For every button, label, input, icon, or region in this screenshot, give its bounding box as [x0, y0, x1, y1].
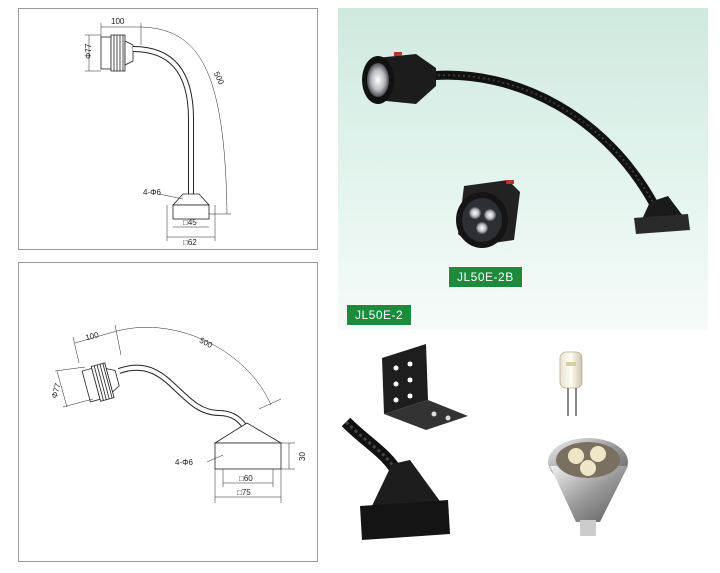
gooseneck-drawing — [132, 46, 194, 194]
lamp-head-closeup — [456, 180, 520, 248]
dim-diameter: Φ77 — [50, 382, 63, 400]
dim-arm-length: 500 — [198, 336, 214, 350]
dim-head-length: 100 — [111, 17, 125, 26]
gooseneck-drawing — [117, 364, 248, 429]
dim-head-length: 100 — [84, 330, 100, 342]
accessory-photos — [338, 334, 708, 566]
lamp-base-photo — [634, 196, 690, 234]
lamp-head-drawing — [100, 34, 134, 72]
mounting-bracket — [382, 344, 468, 430]
dim-base-outer: □75 — [237, 488, 251, 497]
drawing-bottom-svg: 100 500 Φ77 4-Φ6 30 □60 □75 — [50, 324, 307, 503]
drawing-top-svg: 100 Φ77 500 4-Φ6 □45 □62 — [84, 17, 231, 247]
dim-base-outer: □62 — [183, 238, 197, 247]
drawing-panel-bottom: 100 500 Φ77 4-Φ6 30 □60 □75 — [18, 262, 318, 562]
product-photo-main: JL50E-2B — [338, 8, 708, 330]
lamp-head-drawing — [81, 362, 120, 403]
lamp-photo-illustration — [362, 52, 690, 248]
dim-holes: 4-Φ6 — [143, 188, 161, 197]
base-drawing — [213, 422, 283, 470]
accessory-illustrations — [341, 344, 628, 540]
lamp-head-photo — [362, 52, 436, 104]
dim-height: 30 — [298, 452, 307, 461]
dim-diameter: Φ77 — [84, 43, 93, 59]
base-closeup — [341, 417, 450, 540]
halogen-bulb — [559, 351, 583, 416]
gooseneck-arm — [423, 70, 661, 213]
model-variant-label: JL50E-2B — [448, 266, 523, 288]
dim-base-inner: □60 — [239, 474, 253, 483]
base-drawing — [172, 193, 210, 220]
dim-arm-length: 500 — [212, 70, 226, 86]
drawing-panel-top: 100 Φ77 500 4-Φ6 □45 □62 — [18, 8, 318, 250]
model-main-label: JL50E-2 — [346, 304, 413, 326]
dim-base-inner: □45 — [183, 218, 197, 227]
dim-holes: 4-Φ6 — [175, 458, 193, 467]
led-spot-bulb — [548, 438, 628, 536]
